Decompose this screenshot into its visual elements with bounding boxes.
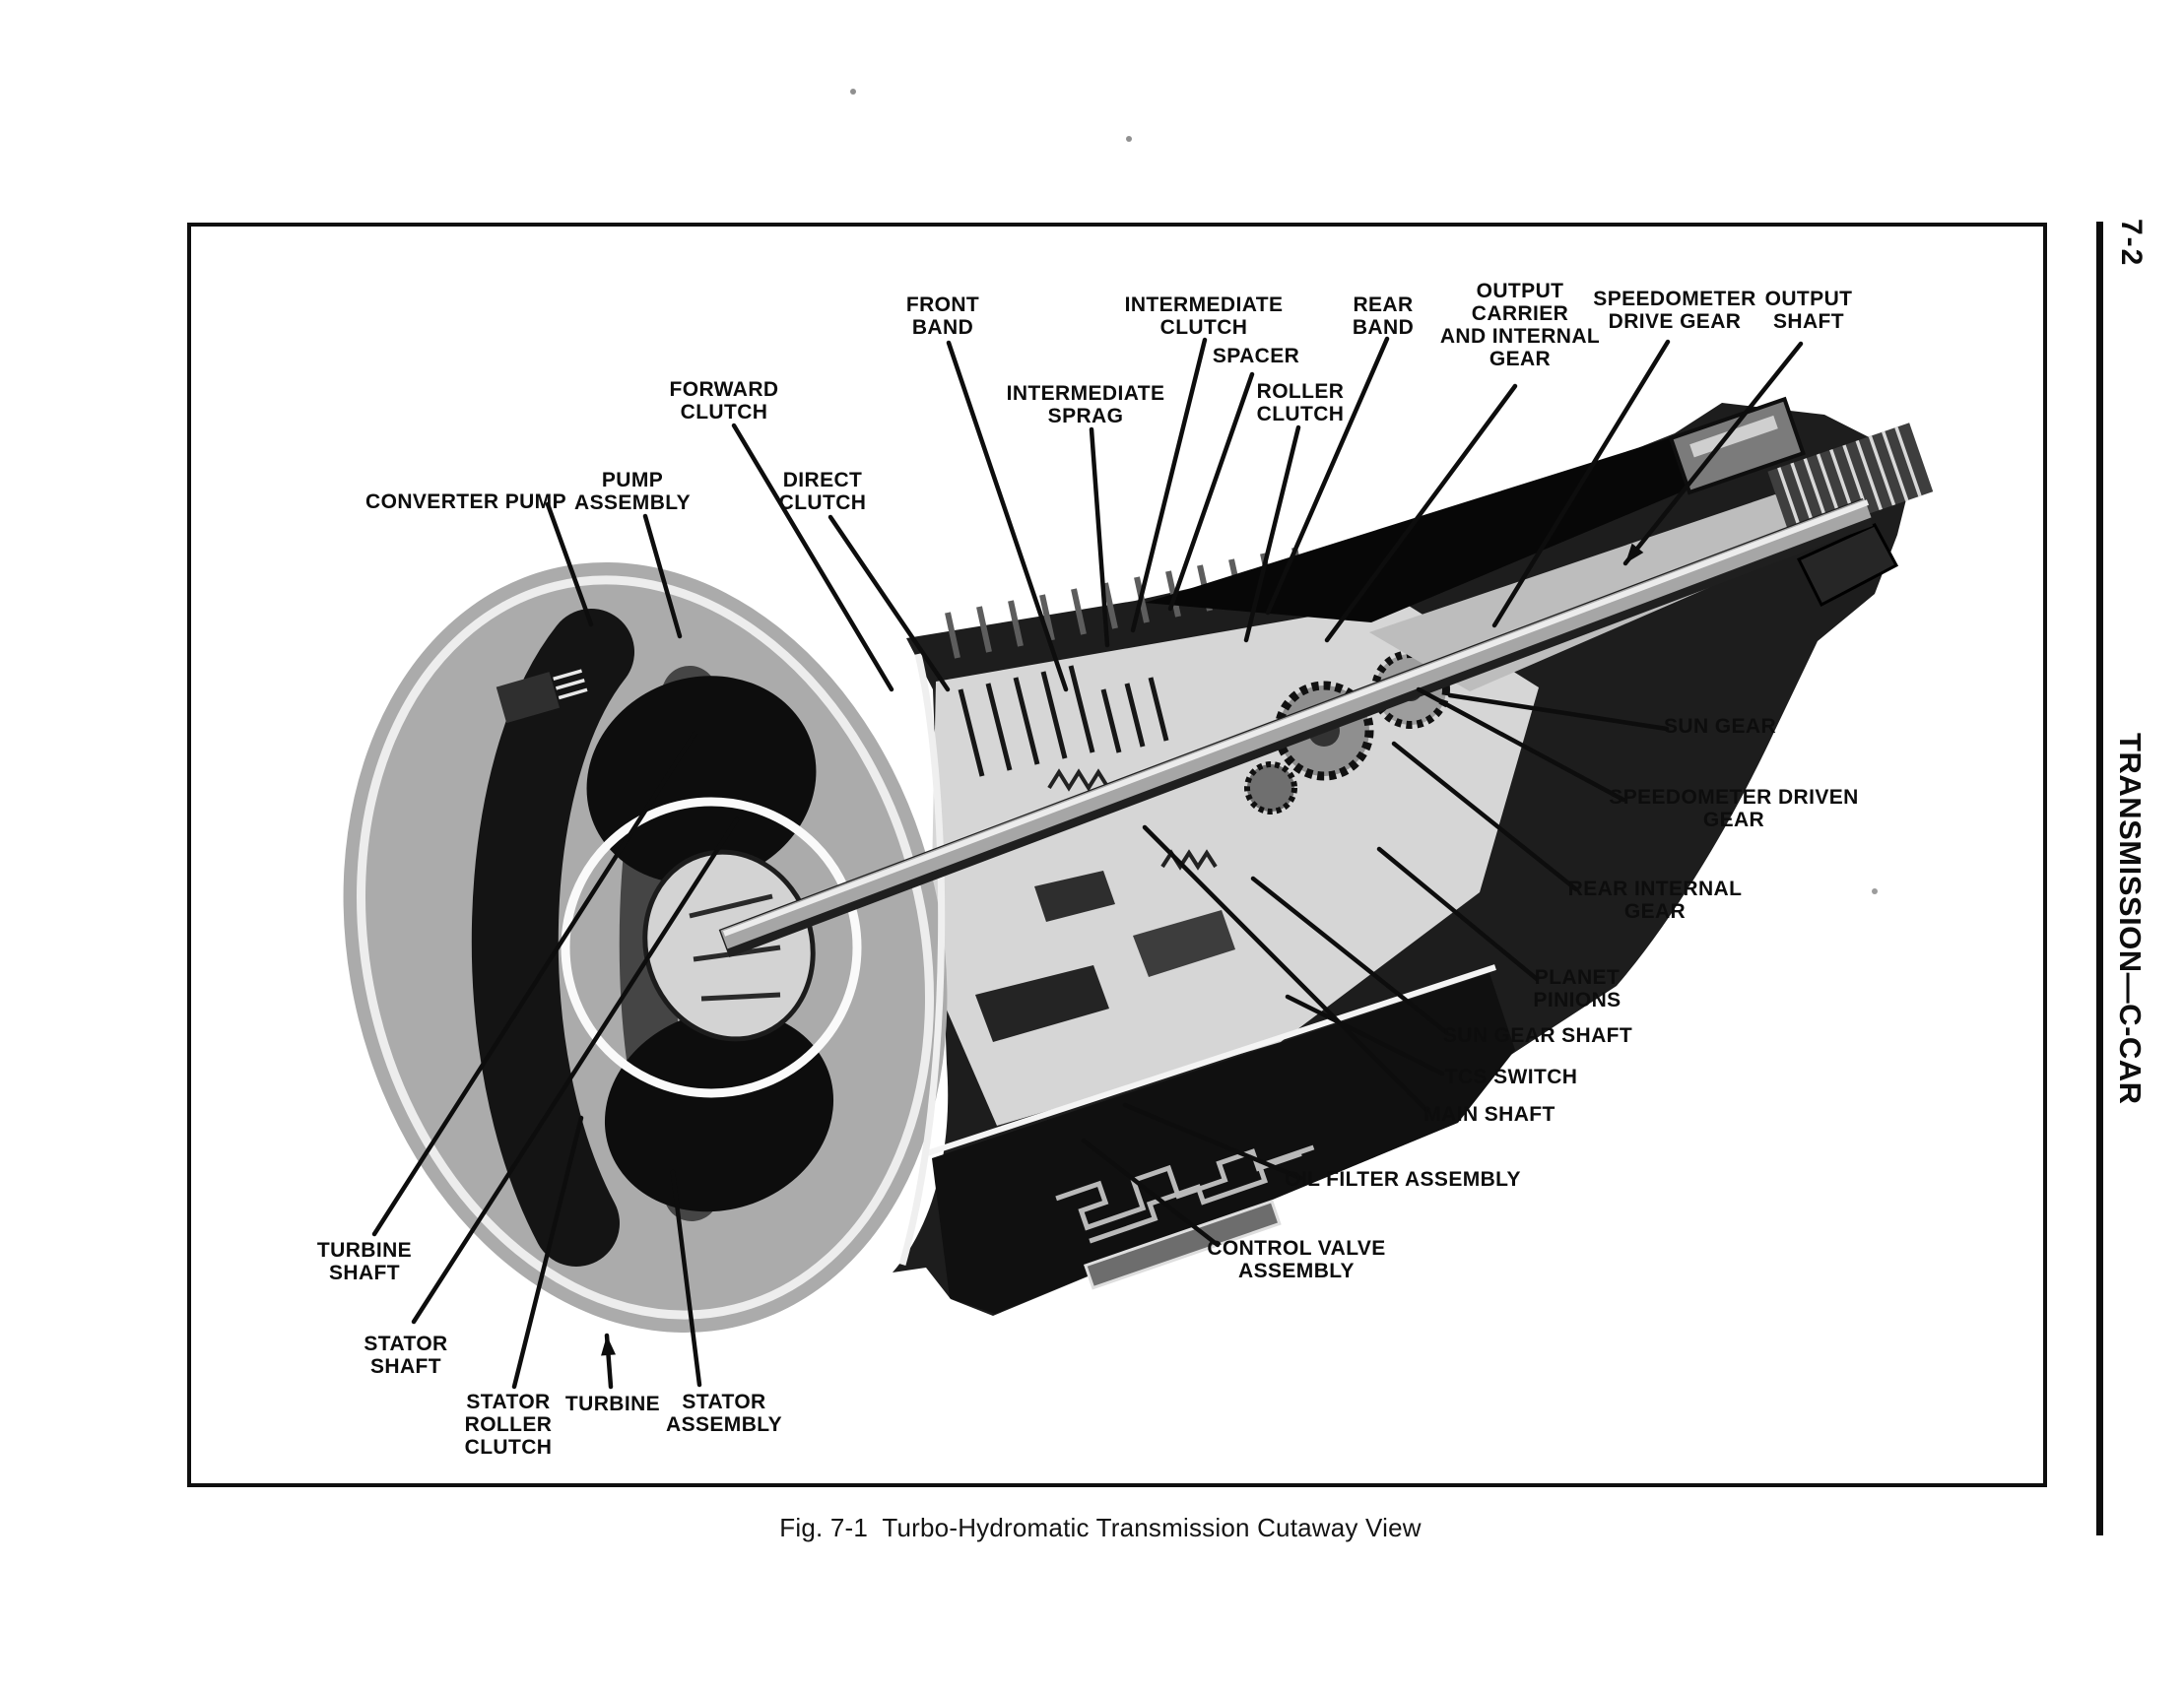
part-label-sun-gear: SUN GEAR [1663, 715, 1777, 738]
part-label-oil-filter-assembly: OIL FILTER ASSEMBLY [1285, 1168, 1521, 1191]
part-label-stator-roller-clutch: STATOR ROLLER CLUTCH [464, 1391, 553, 1460]
part-label-turbine: TURBINE [564, 1393, 661, 1415]
page-number: 7-2 [2115, 219, 2148, 268]
leader-line-pump-assembly [642, 513, 683, 639]
part-label-intermediate-sprag: INTERMEDIATE SPRAG [1006, 382, 1165, 428]
leader-line-sun-gear-shaft [1250, 876, 1449, 1035]
part-label-speedometer-drive-gear: SPEEDOMETER DRIVE GEAR [1593, 288, 1756, 334]
leader-line-front-band [946, 340, 1069, 692]
leader-line-turbine-shaft [371, 731, 697, 1237]
part-label-planet-pinions: PLANET PINIONS [1533, 966, 1621, 1012]
leader-line-speedometer-drive-gear [1491, 339, 1671, 628]
part-label-spacer: SPACER [1212, 345, 1300, 367]
leader-arrowhead-output-shaft [1625, 543, 1644, 563]
part-label-rear-band: REAR BAND [1352, 294, 1415, 340]
part-label-main-shaft: MAIN SHAFT [1423, 1103, 1555, 1126]
leader-line-sun-gear [1447, 692, 1670, 732]
part-label-tcs-switch: TCS SWITCH [1444, 1066, 1578, 1088]
figure-caption: Fig. 7-1 Turbo-Hydromatic Transmission C… [779, 1513, 1422, 1542]
leader-line-tcs-switch [1285, 994, 1445, 1076]
part-label-front-band: FRONT BAND [905, 294, 980, 340]
transmission-cutaway-art [343, 89, 1934, 1334]
leader-line-oil-filter-assembly [1122, 1102, 1303, 1181]
part-label-forward-clutch: FORWARD CLUTCH [669, 378, 779, 424]
leader-line-main-shaft [1142, 824, 1429, 1113]
part-label-sun-gear-shaft: SUN GEAR SHAFT [1442, 1024, 1633, 1047]
leader-line-output-carrier-and-internal-gear [1324, 383, 1518, 643]
part-label-converter-pump: CONVERTER PUMP [365, 490, 566, 513]
part-label-control-valve-assembly: CONTROL VALVE ASSEMBLY [1207, 1237, 1386, 1283]
part-label-rear-internal-gear: REAR INTERNAL GEAR [1567, 878, 1743, 924]
part-label-turbine-shaft: TURBINE SHAFT [316, 1239, 413, 1285]
leader-lines [371, 336, 1804, 1390]
leader-line-stator-assembly [670, 1169, 702, 1388]
leader-line-converter-pump [545, 501, 594, 627]
part-label-stator-shaft: STATOR SHAFT [364, 1333, 448, 1379]
sidebar-section-title: TRANSMISSION—C-CAR [2113, 733, 2148, 1105]
leader-line-spacer [1167, 371, 1255, 612]
part-label-direct-clutch: DIRECT CLUTCH [778, 469, 867, 515]
leader-line-rear-band [1265, 336, 1390, 616]
part-label-speedometer-driven-gear: SPEEDOMETER DRIVEN GEAR [1609, 786, 1859, 832]
leader-line-rear-internal-gear [1391, 741, 1579, 892]
leader-line-stator-shaft [411, 816, 740, 1325]
leader-line-direct-clutch [827, 514, 951, 692]
leader-line-stator-roller-clutch [511, 1115, 584, 1390]
leader-line-forward-clutch [731, 423, 894, 692]
leader-arrowhead-turbine [601, 1336, 617, 1356]
leader-line-control-valve-assembly [1081, 1138, 1221, 1248]
part-label-pump-assembly: PUMP ASSEMBLY [574, 469, 691, 515]
leader-line-intermediate-clutch [1130, 337, 1208, 633]
part-label-output-shaft: OUTPUT SHAFT [1764, 288, 1853, 334]
leader-line-output-shaft [1622, 341, 1804, 566]
sidebar-rule [2096, 222, 2103, 1535]
part-label-output-carrier-and-internal-gear: OUTPUT CARRIER AND INTERNAL GEAR [1439, 280, 1601, 371]
leader-line-speedometer-driven-gear [1416, 686, 1626, 803]
part-label-roller-clutch: ROLLER CLUTCH [1256, 380, 1345, 426]
leader-line-intermediate-sprag [1089, 426, 1110, 648]
leader-line-planet-pinions [1376, 846, 1540, 982]
leader-line-roller-clutch [1243, 424, 1301, 643]
part-label-stator-assembly: STATOR ASSEMBLY [666, 1391, 782, 1437]
part-label-intermediate-clutch: INTERMEDIATE CLUTCH [1124, 294, 1284, 340]
